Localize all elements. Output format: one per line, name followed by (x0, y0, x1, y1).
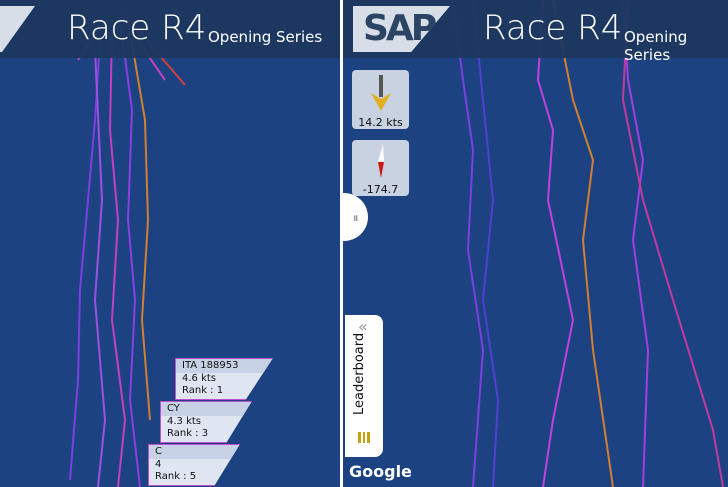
left-map-panel[interactable]: Race R4 Opening Series C 4 Rank : 5 CY 4… (0, 0, 340, 487)
google-attribution: Google (349, 462, 412, 481)
sap-logo (0, 6, 35, 52)
race-header: Race R4 Opening Series (0, 0, 340, 58)
right-map-panel[interactable]: SAP Race R4 Opening Series 14.2 kts -174… (343, 0, 728, 487)
wind-widget[interactable]: 14.2 kts (352, 70, 409, 129)
compass-needle-icon (377, 144, 384, 178)
leaderboard-label: Leaderboard (352, 332, 367, 415)
leaderboard-button[interactable]: « Leaderboard (345, 315, 383, 457)
boat-tracks (452, 0, 724, 487)
race-header: SAP Race R4 Opening Series (343, 0, 728, 64)
race-title: Race R4 (483, 8, 623, 48)
boat-tag[interactable]: C 4 Rank : 5 (148, 444, 240, 486)
heading-value: -174.7 (362, 183, 399, 196)
sap-logo: SAP (353, 6, 450, 52)
leaderboard-icon (358, 432, 370, 443)
heading-widget[interactable]: -174.7 (352, 140, 409, 196)
race-subtitle: Opening Series (208, 28, 323, 46)
boat-tag[interactable]: CY 4.3 kts Rank : 3 (160, 401, 252, 443)
wind-speed: 14.2 kts (358, 116, 403, 129)
wind-arrow-icon (370, 75, 391, 111)
race-title: Race R4 (67, 8, 207, 48)
race-subtitle: Opening Series (624, 28, 688, 64)
chevron-left-icon: « (358, 317, 368, 336)
